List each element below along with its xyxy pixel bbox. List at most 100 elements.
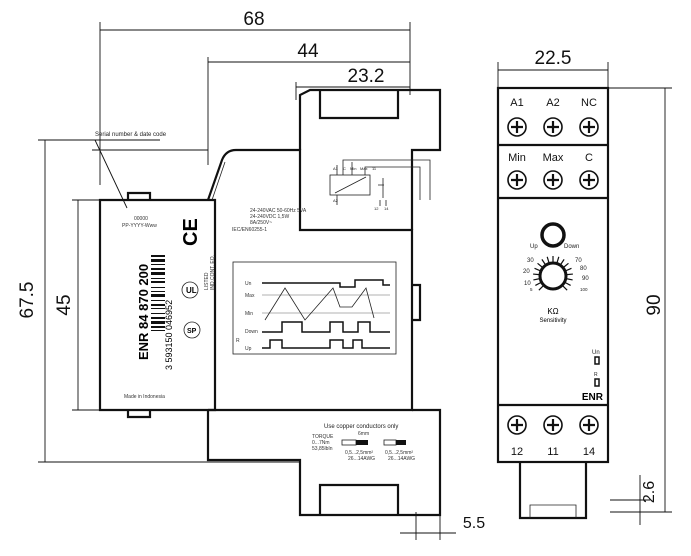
svg-text:Down: Down: [564, 244, 579, 250]
barcode-bar: [151, 308, 165, 309]
copper-note: Use copper conductors only: [324, 424, 398, 430]
dimension-90: 90: [600, 87, 672, 513]
side-view: A1 C Min Max 11 A2 12 14 Serial number &…: [92, 88, 442, 517]
barcode-bar: [151, 317, 165, 319]
terminal-label-a2: A2: [546, 97, 559, 109]
screw-slot: [547, 419, 559, 431]
barcode-bar: [151, 300, 165, 301]
front-housing: [496, 86, 610, 464]
svg-text:0...7Nm: 0...7Nm: [312, 440, 330, 446]
svg-text:IEC/EN60255-1: IEC/EN60255-1: [232, 227, 267, 233]
top-terminal-block: [298, 88, 442, 230]
serial-note: Serial number & date code: [95, 132, 167, 138]
dial-tick: [563, 262, 569, 268]
svg-text:70: 70: [575, 258, 582, 264]
terminal-label-11: 11: [547, 446, 558, 458]
svg-text:Un: Un: [592, 350, 600, 356]
dimension-2-6: 2.6: [610, 475, 658, 525]
svg-text:00000: 00000: [134, 216, 148, 222]
barcode-bar: [151, 330, 165, 331]
bottom-terminal-block: [206, 408, 442, 517]
svg-text:Up: Up: [245, 346, 252, 352]
din-rail-clip: [412, 283, 422, 322]
terminal-label-nc: NC: [581, 97, 597, 109]
dial-tick: [541, 259, 546, 265]
svg-text:SP: SP: [187, 328, 197, 335]
terminal-label-14: 14: [583, 446, 595, 458]
screw-slot: [547, 121, 559, 133]
svg-text:Max: Max: [360, 166, 368, 171]
dial-tick: [535, 282, 541, 286]
screw-slot: [511, 419, 523, 431]
terminal-label-a1: A1: [510, 97, 523, 109]
dial-tick: [562, 285, 568, 291]
svg-text:26...14AWG: 26...14AWG: [348, 456, 375, 462]
wiring-diagram: A1 C Min Max 11 A2 12 14: [329, 159, 431, 211]
dial-tick: [533, 273, 540, 276]
barcode-bar: [151, 321, 165, 324]
dial-tick: [546, 256, 550, 263]
dial-tick: [556, 256, 560, 263]
sensitivity-label: Sensitivity: [539, 318, 566, 324]
dim-90-label: 90: [644, 294, 665, 315]
barcode-bar: [151, 326, 165, 328]
dial-tick: [565, 282, 571, 286]
svg-text:90: 90: [582, 276, 589, 282]
unit-label: KΩ: [547, 307, 558, 316]
svg-text:Up: Up: [530, 244, 538, 250]
dial-tick: [565, 267, 572, 272]
dial-tick: [566, 273, 573, 276]
dim-44-label: 44: [297, 41, 319, 62]
dim-68-label: 68: [243, 9, 264, 30]
screw-slot: [583, 174, 595, 186]
barcode-bar: [151, 268, 165, 270]
din-clip: [518, 462, 588, 520]
terminal-label-12: 12: [511, 446, 523, 458]
screw-slot: [583, 121, 595, 133]
dial-tick: [560, 259, 565, 265]
barcode-bar: [151, 281, 165, 283]
dim-5-5-label: 5.5: [463, 515, 485, 532]
dial-tick: [566, 278, 573, 281]
barcode-bar: [151, 264, 165, 265]
dimension-5-5: 5.5: [400, 512, 485, 540]
svg-text:0,5...2,5mm²: 0,5...2,5mm²: [345, 450, 373, 456]
dimension-23-2: 23.2: [295, 66, 410, 100]
front-view: A1 A2 NC Min Max C 12 11 14 Up Down 30 2…: [496, 86, 610, 520]
dim-23-2-label: 23.2: [348, 66, 385, 87]
svg-text:UL: UL: [186, 286, 197, 295]
screw-slot: [511, 121, 523, 133]
un-led-icon: [594, 356, 600, 365]
svg-text:30: 30: [527, 258, 534, 264]
up-down-knob[interactable]: [540, 222, 566, 248]
svg-text:C: C: [343, 166, 346, 171]
product-code: ENR 84 870 200: [136, 264, 151, 360]
ce-mark-icon: CE: [180, 218, 202, 246]
svg-text:A1: A1: [333, 166, 339, 171]
svg-text:8A/250V~: 8A/250V~: [250, 220, 272, 226]
svg-text:A2: A2: [333, 198, 339, 203]
dim-67-5-label: 67.5: [17, 282, 38, 319]
barcode-bar: [151, 313, 165, 314]
sensitivity-dial[interactable]: [538, 261, 568, 291]
r-led-icon: [594, 378, 600, 387]
barcode-digits: 3 593150 046952: [164, 300, 174, 370]
barcode-bar: [151, 278, 165, 279]
ul-mark-icon: [181, 281, 199, 299]
svg-text:Un: Un: [245, 281, 252, 287]
svg-text:TORQUE: TORQUE: [312, 434, 334, 440]
screw-slot: [547, 174, 559, 186]
svg-text:20: 20: [523, 269, 530, 275]
dimension-22-5: 22.5: [497, 48, 609, 90]
model-label: ENR: [582, 392, 604, 403]
svg-text:80: 80: [580, 266, 587, 272]
dial-tick: [534, 267, 541, 272]
terminal-label-max: Max: [543, 152, 564, 164]
svg-text:6mm: 6mm: [358, 431, 369, 437]
svg-text:Min: Min: [245, 311, 253, 317]
screw-slot: [511, 174, 523, 186]
svg-text:LISTED: LISTED: [204, 272, 210, 290]
svg-text:Max: Max: [245, 293, 255, 299]
dimension-45: 45: [54, 199, 100, 411]
svg-text:R: R: [236, 338, 240, 344]
